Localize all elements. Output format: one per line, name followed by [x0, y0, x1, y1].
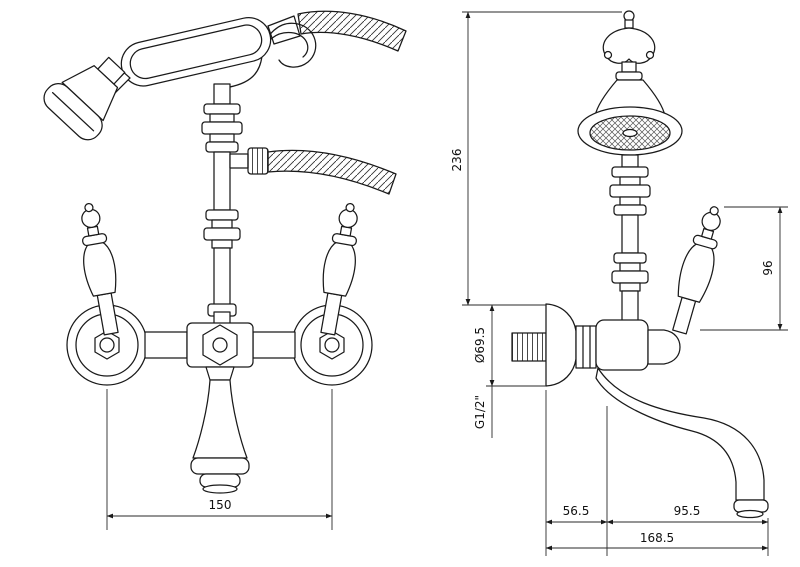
dim-front-150: 150 — [106, 389, 333, 530]
dim-label-95-5: 95.5 — [674, 504, 701, 518]
dim-label-69-5: Ø69.5 — [473, 327, 487, 363]
dim-label-150: 150 — [209, 498, 232, 512]
diverter-valve — [229, 147, 269, 175]
dim-bottom-group: 56.5 95.5 168.5 — [545, 390, 769, 556]
right-handle-lever — [320, 202, 358, 336]
riser-column-front — [201, 83, 243, 325]
shower-hose-middle — [267, 149, 397, 195]
fixed-shower-head — [577, 79, 683, 156]
shower-hose-top — [267, 10, 407, 52]
inlet-nipple — [511, 332, 547, 362]
dim-height-236: 236 — [450, 11, 622, 306]
dim-lever-96: 96 — [700, 206, 788, 331]
mixer-body-side — [595, 319, 681, 371]
mixer-body-front — [94, 322, 345, 368]
riser-column-side — [609, 154, 651, 324]
front-view: 150 — [43, 10, 407, 530]
dim-label-96: 96 — [761, 260, 775, 275]
connector-nut — [575, 325, 597, 369]
dim-label-168-5: 168.5 — [640, 531, 674, 545]
dim-label-56-5: 56.5 — [563, 504, 590, 518]
hand-shower-head — [43, 56, 131, 141]
handle-lever-side — [672, 206, 721, 335]
tub-spout-side — [595, 367, 769, 519]
handle-boss — [647, 329, 681, 365]
side-view: 236 Ø69.5 G1/2" 96 56.5 95.5 168.5 — [450, 10, 788, 556]
wall-flange — [545, 303, 577, 387]
tub-spout-front — [190, 366, 250, 494]
hand-shower-handle — [120, 17, 272, 87]
shower-holder-ornament — [602, 10, 656, 81]
left-handle-lever — [81, 202, 119, 336]
dim-flange-diameter: Ø69.5 G1/2" — [473, 304, 546, 438]
dim-label-g12: G1/2" — [473, 395, 487, 429]
dim-label-236: 236 — [450, 149, 464, 172]
